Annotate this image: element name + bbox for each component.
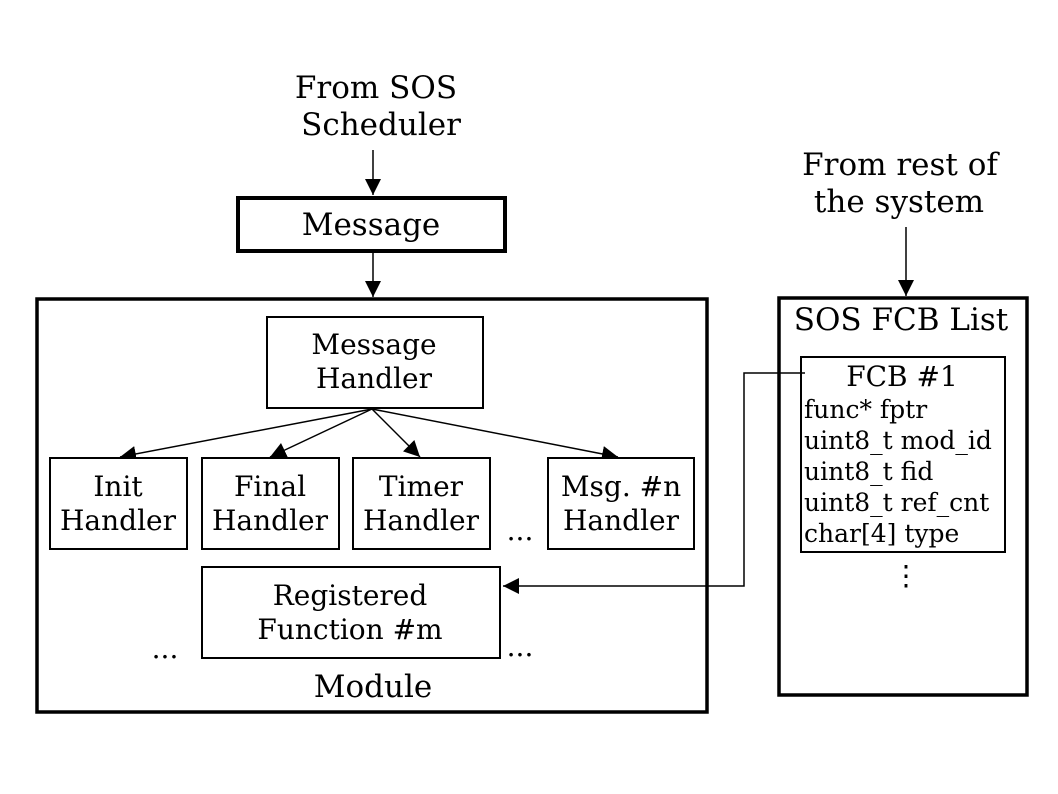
registered-function-box [201, 566, 501, 659]
init-handler: Init Handler [49, 457, 188, 550]
final-handler: Final Handler [201, 457, 340, 550]
timer-handler-line1: Timer [379, 470, 464, 503]
timer-handler-box [352, 457, 491, 550]
fcb-field-fptr: func* fptr [804, 395, 927, 424]
dispatch-arrow-final [269, 408, 373, 458]
dispatch-arrows [119, 408, 619, 462]
timer-handler-line2: Handler [363, 504, 480, 537]
fcb-field-fid: uint8_t fid [804, 457, 933, 486]
registered-left-ellipsis: ... [152, 632, 179, 665]
msg-n-handler: Msg. #n Handler [547, 457, 695, 550]
from-sos-scheduler-line2: Scheduler [301, 107, 461, 143]
init-handler-box [49, 457, 188, 550]
msg-n-handler-line1: Msg. #n [561, 470, 681, 503]
from-rest-of-system-label: From rest of the system [802, 147, 1000, 220]
handlers-ellipsis: ... [507, 514, 534, 547]
init-handler-line2: Handler [60, 504, 177, 537]
registered-function-line1: Registered [273, 579, 428, 612]
module-label: Module [314, 669, 432, 705]
dispatch-arrow-msg-n [371, 408, 619, 462]
msg-n-handler-line2: Handler [563, 504, 680, 537]
message-handler-line2: Handler [316, 362, 433, 395]
init-handler-line1: Init [93, 470, 143, 503]
fcb-list-box [777, 296, 1029, 697]
fcb-entry-title: FCB #1 [846, 360, 958, 393]
from-rest-line2: the system [814, 184, 984, 220]
message-box [236, 196, 507, 253]
final-handler-box [201, 457, 340, 550]
module-box [35, 297, 709, 714]
final-handler-line2: Handler [212, 504, 329, 537]
fcb-list-more-ellipsis: ⋮ [892, 559, 920, 592]
fcb-entry-box [800, 356, 1006, 553]
from-rest-line1: From rest of [802, 147, 1000, 183]
msg-n-handler-box [547, 457, 695, 550]
fcb-list-title: SOS FCB List [794, 302, 1009, 338]
timer-handler: Timer Handler [352, 457, 491, 550]
from-sos-scheduler-label: From SOS Scheduler [295, 70, 461, 143]
message-handler-box [266, 316, 484, 409]
registered-right-ellipsis: ... [507, 630, 534, 663]
dispatch-arrow-timer [371, 408, 421, 458]
fcb-to-registered-function-arrow [503, 372, 805, 594]
message-box-label: Message [302, 207, 441, 243]
registered-function-line2: Function #m [257, 613, 442, 646]
dispatch-arrow-init [119, 408, 373, 462]
from-sos-scheduler-line1: From SOS [295, 70, 457, 106]
fcb-field-mod-id: uint8_t mod_id [804, 426, 992, 455]
final-handler-line1: Final [234, 470, 306, 503]
fcb-field-type: char[4] type [804, 519, 959, 548]
message-handler-line1: Message [311, 328, 436, 361]
fcb-field-ref-cnt: uint8_t ref_cnt [804, 488, 989, 517]
